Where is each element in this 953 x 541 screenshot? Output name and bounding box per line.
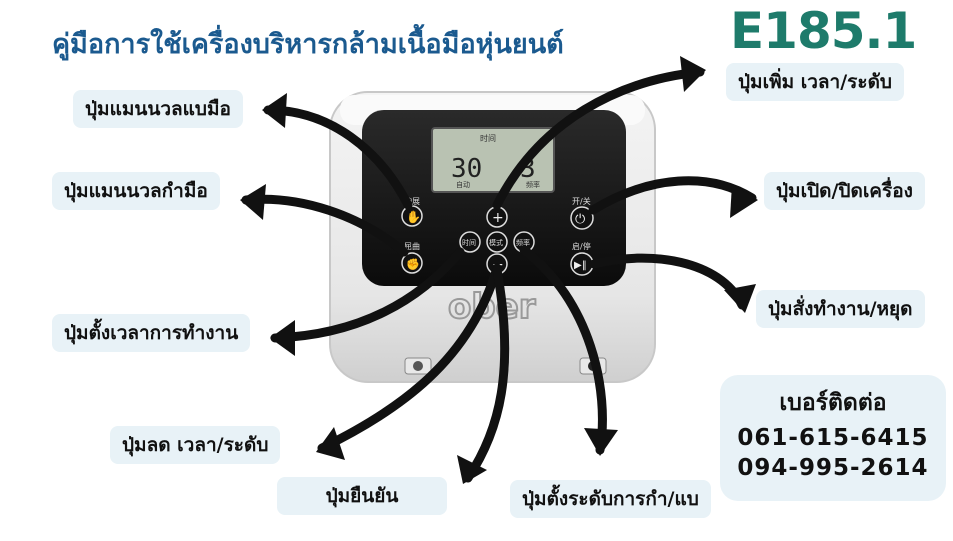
arrow-manual-grip (241, 194, 409, 257)
svg-text:⏻: ⏻ (575, 212, 585, 227)
label-increase: ปุ่มเพิ่ม เวลา/ระดับ (726, 63, 904, 101)
lcd-time-value: 30 (451, 154, 482, 184)
contact-phone-2: 094-995-2614 (737, 455, 929, 481)
arrow-manual-hand (263, 105, 413, 210)
svg-text:▶‖: ▶‖ (574, 260, 587, 271)
extend-label: 伸展 (404, 196, 420, 206)
power-label: 开/关 (572, 196, 591, 206)
control-panel (362, 110, 626, 286)
arrow-decrease (317, 263, 502, 453)
power-button (570, 206, 594, 230)
svg-text:时间: 时间 (462, 238, 476, 247)
svg-text:✋: ✋ (406, 210, 421, 224)
model-number: E185.1 (730, 2, 917, 60)
label-confirm: ปุ่มยืนยัน (277, 477, 447, 515)
svg-text:频率: 频率 (516, 238, 530, 247)
hand-grip-button (401, 252, 423, 274)
contact-phone-1: 061-615-6415 (737, 425, 929, 451)
arrow-confirm (463, 265, 510, 483)
label-level: ปุ่มตั้งระดับการกำ/แบ (510, 480, 711, 518)
lcd-screen (431, 127, 555, 193)
arrow-timer (270, 247, 465, 343)
flex-label: 屈曲 (404, 241, 420, 251)
svg-text:模式: 模式 (489, 238, 503, 247)
label-manual-hand: ปุ่มแมนนวลแบมือ (73, 90, 243, 128)
mode-button (486, 231, 508, 253)
start-label: 启/停 (572, 241, 591, 251)
label-power: ปุ่มเปิด/ปิดเครื่อง (764, 172, 925, 210)
arrow-increase (492, 67, 705, 210)
lcd-left-label: 自动 (456, 180, 470, 189)
svg-text:+: + (492, 210, 504, 226)
page-title: คู่มือการใช้เครื่องบริหารกล้ามเนื้อมือหุ… (52, 29, 564, 60)
label-manual-grip: ปุ่มแมนนวลกำมือ (52, 172, 220, 210)
lcd-right-label: 频率 (526, 180, 540, 189)
label-start-stop: ปุ่มสั่งทำงาน/หยุด (756, 290, 925, 328)
arrow-level (519, 245, 607, 455)
time-button (459, 231, 481, 253)
svg-text:✊: ✊ (406, 258, 420, 271)
contact-heading: เบอร์ติดต่อ (779, 390, 887, 416)
label-timer: ปุ่มตั้งเวลาการทำงาน (52, 314, 251, 352)
contact-box: เบอร์ติดต่อ 061-615-6415 094-995-2614 (720, 375, 946, 501)
label-decrease: ปุ่มลด เวลา/ระดับ (110, 426, 281, 464)
lcd-top-label: 时间 (480, 133, 496, 143)
